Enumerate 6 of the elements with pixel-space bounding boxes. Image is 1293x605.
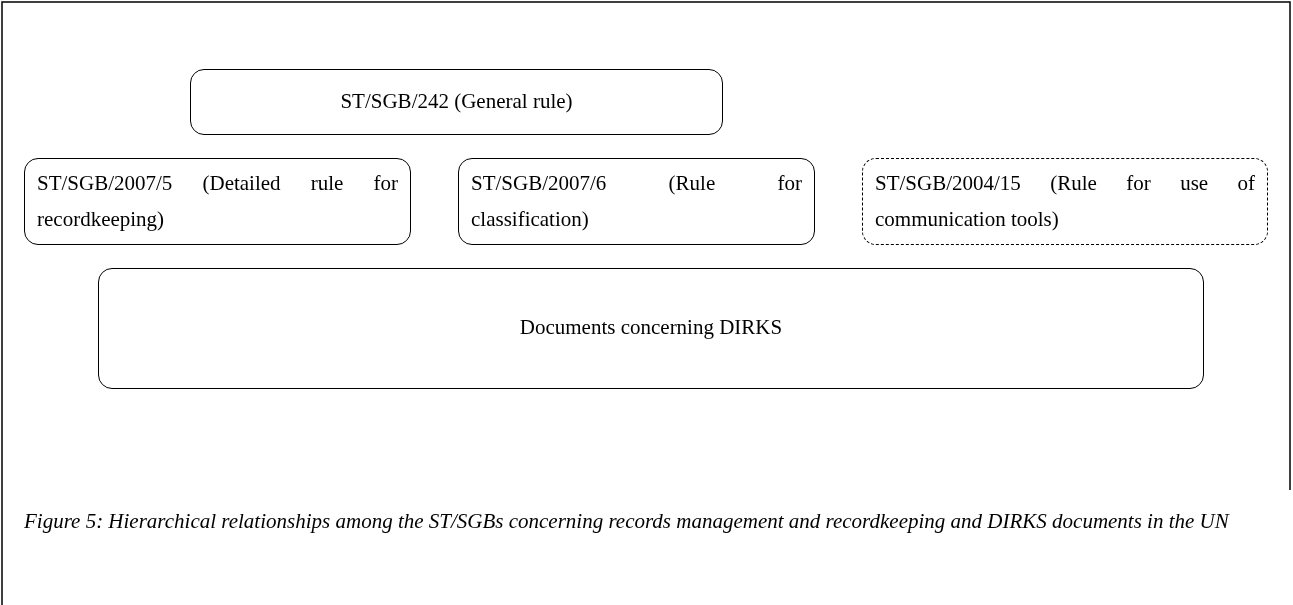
box-label: ST/SGB/2007/5 (Detailed rule for recordkeeping) bbox=[37, 170, 398, 233]
box-label: ST/SGB/2004/15 (Rule for use of communication tools) bbox=[875, 170, 1255, 233]
box-label: ST/SGB/242 (General rule) bbox=[339, 88, 574, 115]
box-label: Documents concerning DIRKS bbox=[518, 314, 784, 341]
box-label: ST/SGB/2007/6 (Rule for classification) bbox=[471, 170, 802, 233]
figure-caption: Figure 5: Hierarchical relationships among the ST/SGBs concerning records management and recordkeeping and DIRKS documents in the UN bbox=[24, 508, 1231, 535]
